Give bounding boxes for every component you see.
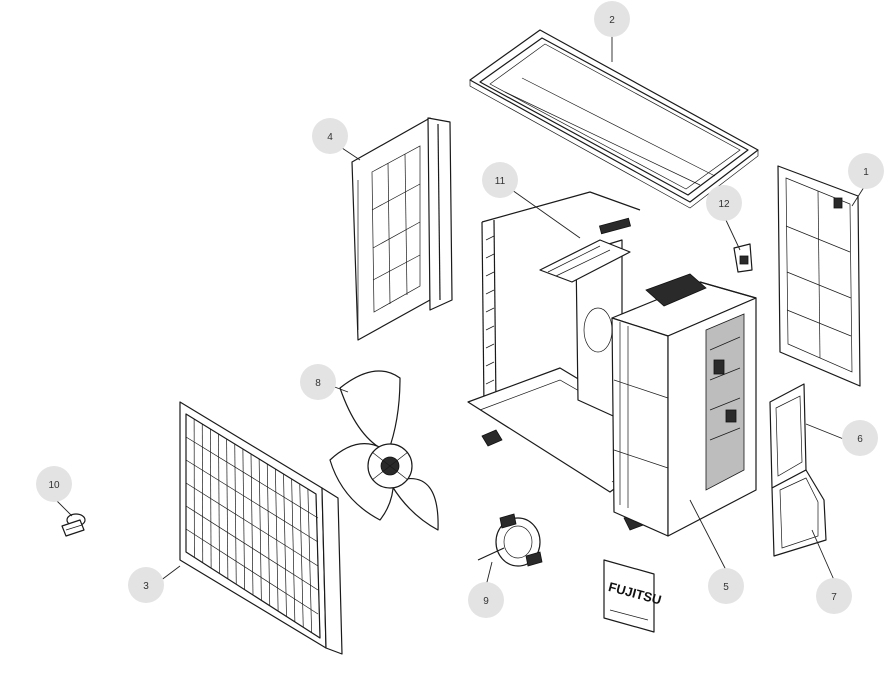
valve-cover-part: [771, 469, 827, 557]
svg-text:4: 4: [327, 132, 333, 143]
callout-7: 7: [816, 578, 852, 614]
callout-4: 4: [312, 118, 348, 154]
svg-text:1: 1: [863, 167, 869, 178]
rear-grille-panel-part: [777, 165, 861, 387]
front-grille-part: [179, 401, 343, 655]
fan-motor-part: [477, 513, 543, 567]
svg-text:3: 3: [143, 581, 149, 592]
top-panel-part: [469, 29, 759, 209]
callout-12: 12: [706, 185, 742, 221]
fitting-part: [61, 513, 86, 537]
callout-11: 11: [482, 162, 518, 198]
callout-5: 5: [708, 568, 744, 604]
svg-text:8: 8: [315, 378, 321, 389]
svg-text:6: 6: [857, 434, 863, 445]
svg-text:12: 12: [718, 199, 730, 210]
cabinet-part: [611, 273, 757, 537]
callout-8: 8: [300, 364, 336, 400]
svg-text:5: 5: [723, 582, 729, 593]
bracket-part: [733, 243, 753, 273]
svg-text:10: 10: [48, 480, 60, 491]
callout-10: 10: [36, 466, 72, 502]
fan-blade-part: [329, 370, 439, 531]
callout-labels: 1 2 3 4 5 6 7 8 9 10 11 12: [36, 1, 884, 618]
callout-6: 6: [842, 420, 878, 456]
callout-1: 1: [848, 153, 884, 189]
svg-text:7: 7: [831, 592, 837, 603]
svg-text:11: 11: [495, 176, 506, 187]
svg-text:2: 2: [609, 15, 615, 26]
callout-9: 9: [468, 582, 504, 618]
callout-3: 3: [128, 567, 164, 603]
callout-2: 2: [594, 1, 630, 37]
svg-text:9: 9: [483, 596, 489, 607]
left-side-panel-part: [351, 117, 453, 341]
brand-plate: FUJITSU: [603, 559, 663, 633]
